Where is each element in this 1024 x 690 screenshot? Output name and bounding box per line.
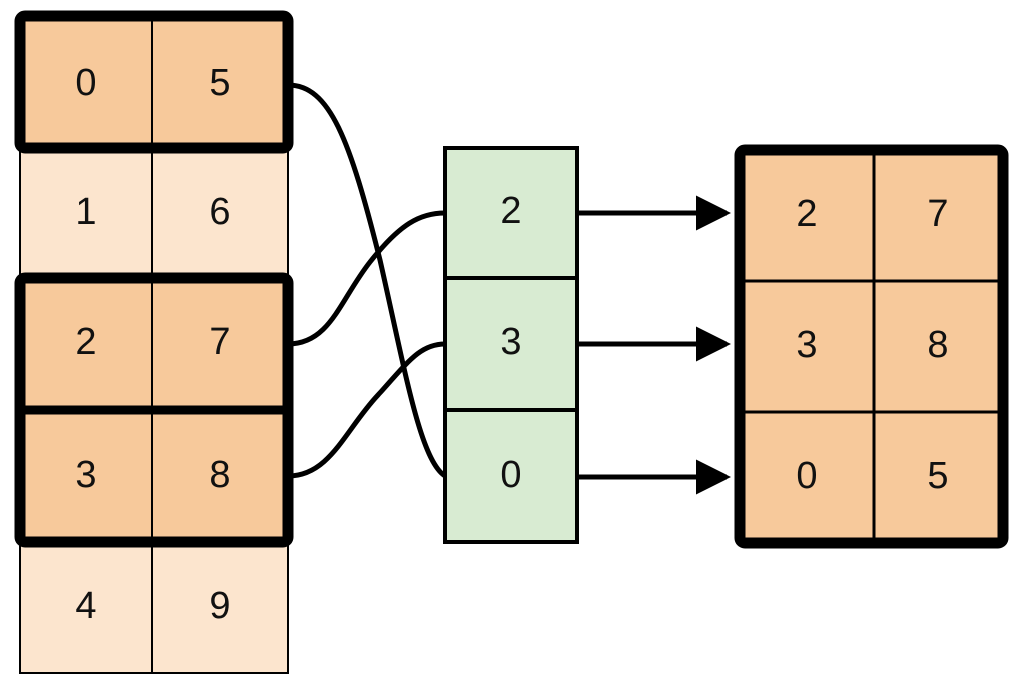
- source-cell-r2-c0: 2: [75, 321, 96, 363]
- result-arrows: [579, 195, 732, 495]
- index-value-0: 2: [500, 190, 521, 232]
- source-row-4[interactable]: 4 9: [19, 541, 289, 674]
- source-cell-r1-c1: 6: [209, 191, 230, 233]
- source-cell-r1-c0: 1: [75, 191, 96, 233]
- result-row-2[interactable]: 0 5: [738, 410, 1005, 545]
- result-table-outline: [734, 144, 1009, 549]
- source-cell-r0-c1: 5: [209, 62, 230, 104]
- source-row-0-highlight: [14, 10, 294, 154]
- result-table: 2 7 3 8 0 5: [734, 144, 1009, 549]
- connection-curves: [285, 82, 448, 479]
- index-column: 2 3 0: [443, 146, 579, 544]
- result-cell-r0-c1: 7: [927, 193, 948, 235]
- result-cell-r1-c1: 8: [927, 324, 948, 366]
- source-cell-r3-c1: 8: [209, 454, 230, 496]
- result-row-1[interactable]: 3 8: [738, 279, 1005, 414]
- result-cell-r0-c0: 2: [796, 193, 817, 235]
- curve-source-row-0-to-index-2: [285, 82, 448, 479]
- index-row-0[interactable]: 2: [443, 146, 579, 280]
- source-table: 0 5 1 6 2 7 3 8: [14, 10, 294, 674]
- index-row-2[interactable]: 0: [443, 408, 579, 544]
- source-cell-r2-c1: 7: [209, 321, 230, 363]
- result-cell-r2-c1: 5: [927, 455, 948, 497]
- curve-source-row-3-to-index-1: [285, 341, 448, 479]
- result-cell-r2-c0: 0: [796, 455, 817, 497]
- source-row-3[interactable]: 3 8: [19, 409, 289, 543]
- index-row-1[interactable]: 3: [443, 276, 579, 412]
- source-row-2[interactable]: 2 7: [19, 277, 289, 411]
- index-value-2: 0: [500, 454, 521, 496]
- source-cell-r4-c0: 4: [75, 585, 96, 627]
- source-row-1[interactable]: 1 6: [19, 147, 289, 279]
- source-cell-r3-c0: 3: [75, 454, 96, 496]
- result-row-0[interactable]: 2 7: [738, 148, 1005, 283]
- index-value-1: 3: [500, 321, 521, 363]
- source-row-0[interactable]: 0 5: [19, 15, 289, 149]
- curve-source-row-2-to-index-0: [285, 210, 448, 347]
- source-cell-r4-c1: 9: [209, 585, 230, 627]
- source-rows-2-3-highlight: [14, 272, 294, 548]
- source-cell-r0-c0: 0: [75, 62, 96, 104]
- result-cell-r1-c0: 3: [796, 324, 817, 366]
